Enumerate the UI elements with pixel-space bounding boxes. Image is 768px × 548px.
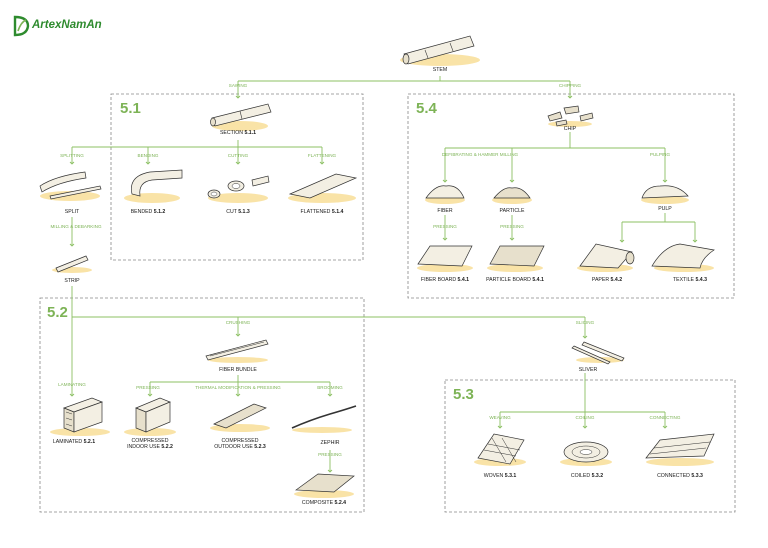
process-pulping: PULPING <box>650 152 671 157</box>
paper-illustration <box>577 243 635 272</box>
logo-text: ArtexNamAn <box>32 19 102 31</box>
process-thermal-modification: THERMAL MODIFICATION & PRESSING <box>195 385 281 390</box>
section-illustration <box>210 103 272 131</box>
node-strip: STRIP <box>64 278 80 284</box>
compressed-outdoor-illustration <box>210 403 270 432</box>
node-fiberbundle: FIBER BUNDLE <box>219 367 257 373</box>
process-chipping: CHIPPING <box>559 83 582 88</box>
node-connected: CONNECTED 5.3.3 <box>657 473 703 479</box>
node-coiled: COILED 5.3.2 <box>571 473 603 479</box>
coiled-illustration <box>560 441 612 466</box>
section-box-5-1 <box>110 93 364 261</box>
node-flattened: FLATTENED 5.1.4 <box>301 209 344 215</box>
node-stem: STEM <box>433 67 447 73</box>
node-particleboard: PARTICLE BOARD 5.4.1 <box>486 277 544 283</box>
process-splitting: SPLITTING <box>60 153 84 158</box>
node-woven: WOVEN 5.3.1 <box>484 473 517 479</box>
node-bended: BENDED 5.1.2 <box>131 209 166 215</box>
connector-lines <box>69 76 698 473</box>
fiber-illustration <box>425 185 465 204</box>
section-number-5-4: 5.4 <box>416 100 438 117</box>
node-sliver: SLIVER <box>579 367 598 373</box>
bended-illustration <box>124 169 183 203</box>
process-pressing-particle: PRESSING <box>500 224 524 229</box>
leaf-logo-icon <box>13 15 30 37</box>
node-chip: CHIP <box>564 126 577 132</box>
composite-illustration <box>294 473 355 498</box>
node-split: SPLIT <box>65 209 80 215</box>
process-milling-debarking: MILLING & DEBARKING <box>50 224 101 229</box>
sliver-illustration <box>571 341 625 365</box>
node-fiber: FIBER <box>437 208 453 214</box>
pulp-illustration <box>641 185 689 204</box>
process-defibrating: DEFIBRATING & HAMMER MILLING <box>442 152 519 157</box>
section-box-5-3 <box>444 379 736 513</box>
process-laminating: LAMINATING <box>58 382 86 387</box>
process-coiling: COILING <box>576 415 595 420</box>
zephir-illustration <box>291 405 357 433</box>
node-cut: CUT 5.1.3 <box>226 209 250 215</box>
node-paper: PAPER 5.4.2 <box>592 277 622 283</box>
process-slicing: SLICING <box>576 320 595 325</box>
process-cutting: CUTTING <box>228 153 249 158</box>
fiberbundle-illustration <box>205 339 269 363</box>
process-connecting: CONNECTING <box>650 415 681 420</box>
section-number-5-2: 5.2 <box>47 304 68 321</box>
process-pressing-compressed: PRESSING <box>136 385 160 390</box>
particleboard-illustration <box>487 245 545 272</box>
stem-illustration <box>400 35 480 66</box>
section-number-5-1: 5.1 <box>120 100 141 117</box>
laminated-illustration <box>50 397 110 436</box>
section-box-5-2 <box>39 297 365 513</box>
node-pulp: PULP <box>658 206 672 212</box>
strip-illustration <box>52 255 92 273</box>
flattened-illustration <box>288 173 358 203</box>
process-brooming: BROOMING <box>317 385 343 390</box>
node-particle: PARTICLE <box>500 208 525 214</box>
node-zephir: ZEPHIR <box>320 440 339 446</box>
process-crushing: CRUSHING <box>226 320 251 325</box>
woven-illustration <box>474 433 526 466</box>
cut-illustration <box>207 175 270 203</box>
node-laminated: LAMINATED 5.2.1 <box>53 439 95 445</box>
textile-illustration <box>651 243 715 272</box>
section-box-5-4 <box>407 93 735 299</box>
chip-illustration <box>547 105 594 127</box>
node-textile: TEXTILE 5.4.3 <box>673 277 707 283</box>
process-pressing-fiber: PRESSING <box>433 224 457 229</box>
node-fiberboard: FIBER BOARD 5.4.1 <box>421 277 469 283</box>
node-composite: COMPOSITE 5.2.4 <box>302 500 346 506</box>
fiberboard-illustration <box>417 245 473 272</box>
node-section: SECTION 5.1.1 <box>220 130 256 136</box>
process-bending: BENDING <box>138 153 159 158</box>
compressed-indoor-illustration <box>124 397 176 436</box>
process-pressing-zephir: PRESSING <box>318 452 342 457</box>
process-flattening: FLATTENING <box>308 153 337 158</box>
logo: ArtexNamAn <box>12 14 112 40</box>
section-number-5-3: 5.3 <box>453 386 474 403</box>
split-illustration <box>39 171 102 201</box>
process-weaving: WEAVING <box>489 415 511 420</box>
particle-illustration <box>492 187 532 204</box>
connected-illustration <box>645 433 715 466</box>
process-sawing: SAWING <box>229 83 248 88</box>
